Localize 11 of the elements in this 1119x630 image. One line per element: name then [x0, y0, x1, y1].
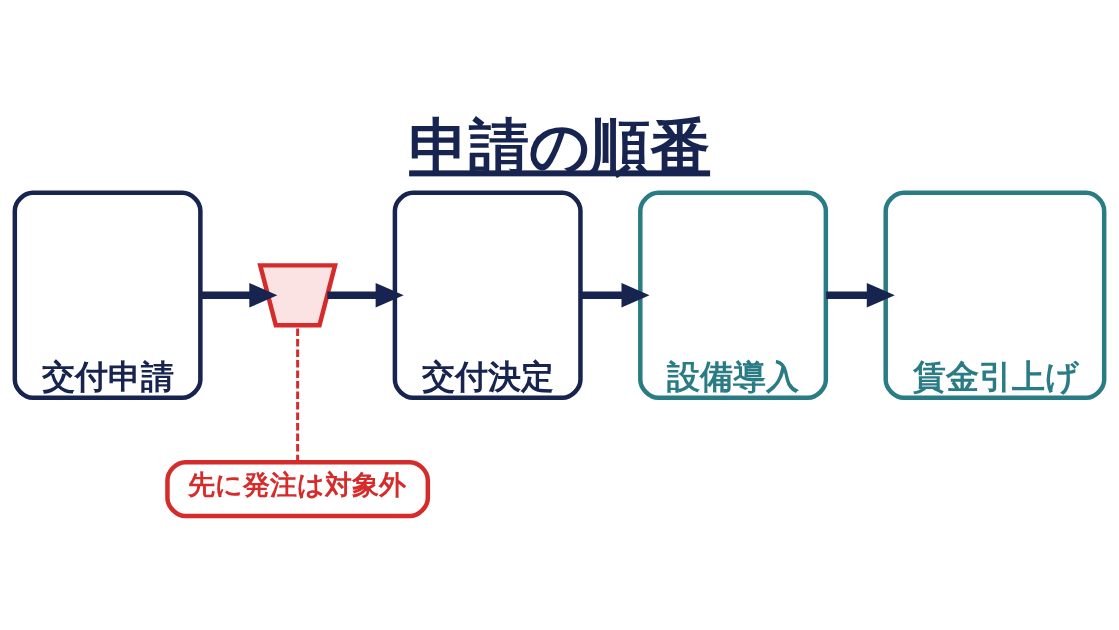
node-box: 交付申請 — [12, 190, 203, 400]
arrow — [200, 282, 278, 308]
arrow — [580, 282, 650, 308]
node-box: 先に発注は対象外 — [165, 459, 431, 518]
arrow — [327, 282, 404, 308]
node-box: 設備導入 — [638, 190, 829, 400]
connector — [296, 325, 300, 462]
node-box: 賃金引上げ — [883, 190, 1107, 400]
node-picture — [257, 262, 338, 327]
node-box: 交付決定 — [392, 190, 583, 400]
diagram-title: 申請の順番 — [409, 110, 711, 181]
